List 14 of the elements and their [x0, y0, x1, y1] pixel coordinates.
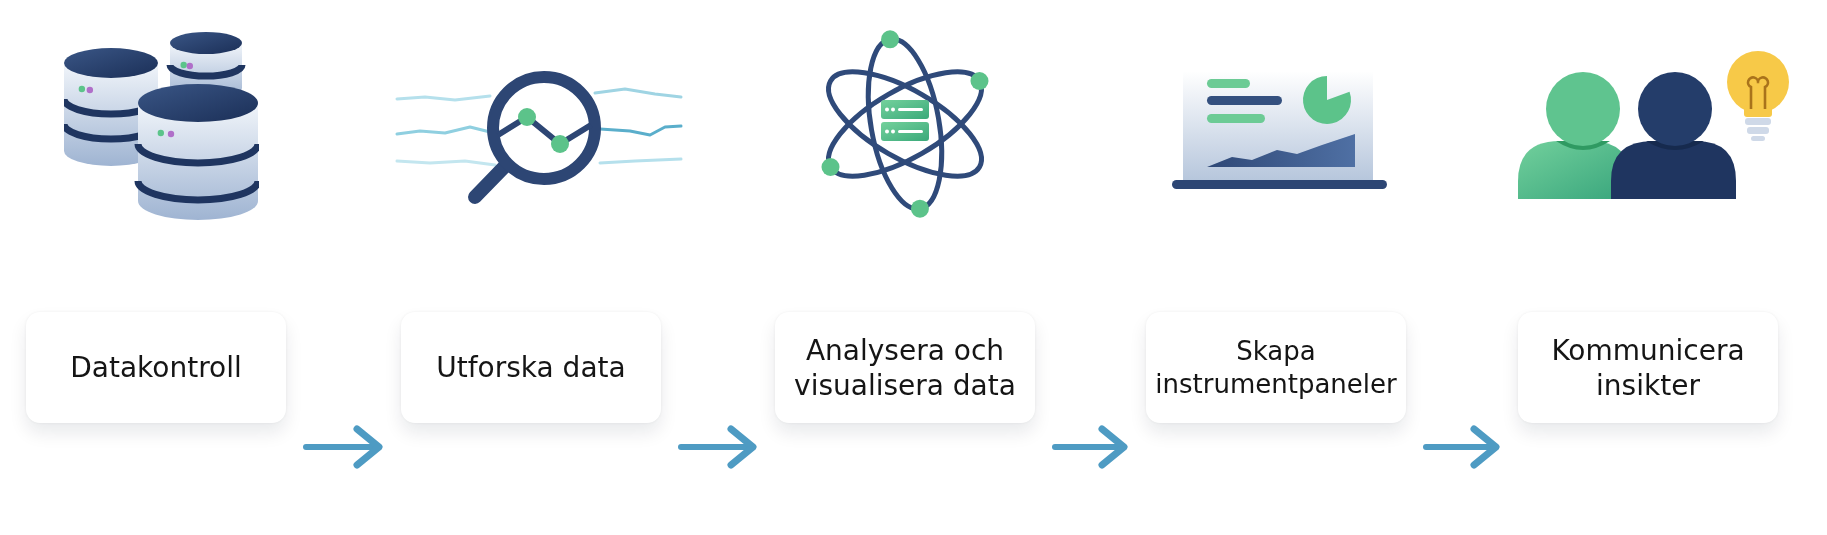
step-card	[1518, 312, 1778, 423]
arrow	[1052, 425, 1128, 469]
step-label: Utforska data	[436, 350, 626, 385]
arrow	[678, 425, 757, 469]
step-label: Datakontroll	[70, 350, 242, 385]
step-label: Kommunicera insikter	[1550, 332, 1746, 403]
step-card	[26, 312, 286, 423]
arrow	[1423, 425, 1500, 469]
step-card	[1146, 312, 1406, 423]
step-label: Analysera och visualisera data	[793, 332, 1017, 403]
step-card	[401, 312, 661, 423]
arrow	[303, 425, 383, 469]
step-card	[775, 312, 1035, 423]
step-label: Skapa instrumentpaneler	[1154, 335, 1398, 400]
